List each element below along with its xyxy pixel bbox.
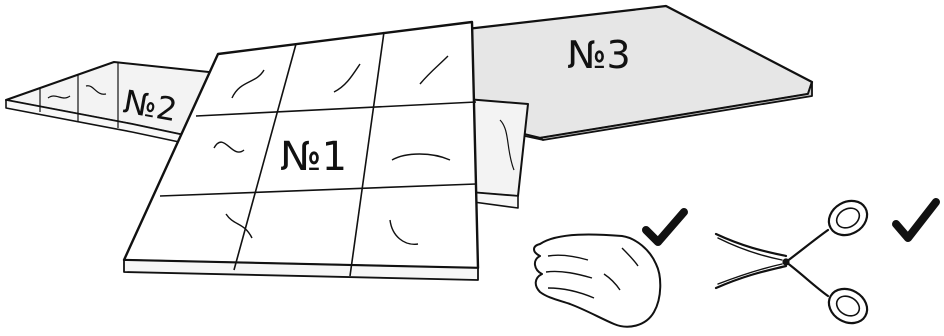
scissors-blade [718, 264, 782, 284]
panel-1: №1 [124, 22, 478, 280]
panel-3-label: №3 [567, 33, 631, 77]
checkmark-icon [646, 212, 684, 242]
scissors-blade [718, 238, 782, 260]
scissors-blade [716, 266, 786, 288]
checkmark-icon [896, 202, 936, 238]
scissors-blade [716, 234, 786, 256]
scissors-icon [716, 194, 873, 330]
hand-icon [534, 234, 660, 326]
panel-1-label: №1 [280, 134, 347, 180]
hand-outline [534, 234, 660, 326]
